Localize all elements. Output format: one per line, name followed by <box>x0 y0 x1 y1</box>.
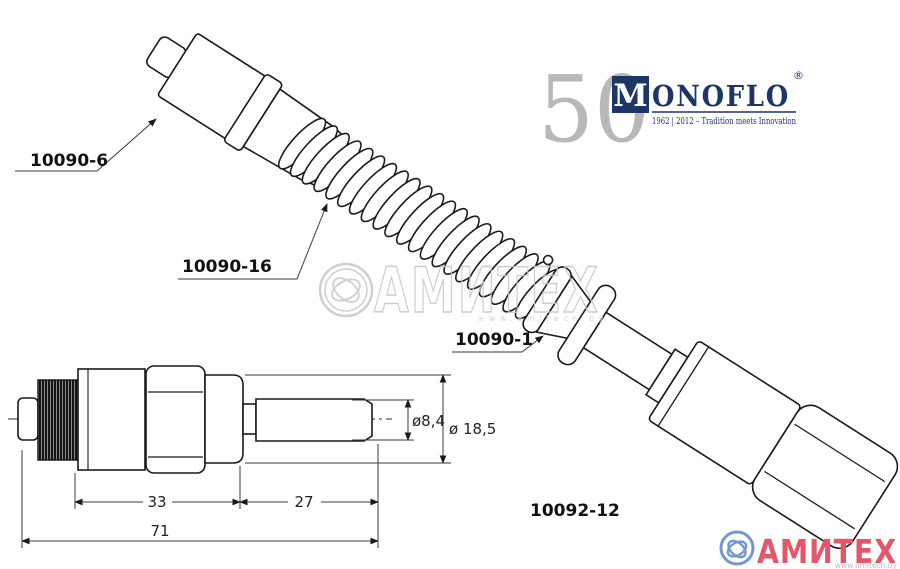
sv-cylinder <box>204 374 244 464</box>
exploded-assembly: 10090-6 10090-16 10090-1 10092-12 <box>15 33 899 550</box>
part-label-seal: 10090-1 <box>455 330 533 350</box>
sv-shaft <box>255 398 373 442</box>
spring-wire-end <box>542 254 554 266</box>
watermark-url: www.amitech.by <box>478 314 608 323</box>
dim-total-length: 71 <box>150 522 169 540</box>
vendor-logo-text: АМИТЕХ <box>757 532 897 569</box>
watermark-logo-icon <box>318 262 374 318</box>
watermark: АМИТЕХ www.amitech.by <box>318 253 608 328</box>
vendor-logo-icon <box>719 530 755 566</box>
assembly-hex-nut <box>751 404 899 550</box>
part-label-spring: 10090-16 <box>182 257 272 277</box>
monoflo-logo: 50 M ONOFLO ® 1962 | 2012 – Tradition me… <box>538 56 804 163</box>
sv-neck <box>242 403 257 435</box>
sv-knurled-ring <box>37 379 79 461</box>
registered-mark: ® <box>793 69 804 82</box>
sv-stub <box>17 397 39 441</box>
monoflo-tagline: 1962 | 2012 – Tradition meets Innovation <box>652 117 796 127</box>
assembly-drawing <box>582 311 899 550</box>
dim-shaft-diameter: ø8,4 <box>412 412 445 430</box>
leader-nozzle <box>15 118 157 172</box>
vendor-logo-url: www.amitech.by <box>835 561 898 569</box>
watermark-text: АМИТЕХ <box>374 254 600 327</box>
dim-body-diameter: ø 18,5 <box>449 420 496 438</box>
dim-front-length: 33 <box>147 493 166 511</box>
part-label-nozzle: 10090-6 <box>30 151 108 171</box>
leader-seal <box>452 335 544 353</box>
monoflo-name: ONOFLO <box>652 79 790 113</box>
part-label-assembly: 10092-12 <box>530 501 620 521</box>
sv-body <box>77 368 146 471</box>
monoflo-initial: M <box>613 78 647 114</box>
leader-spring <box>178 203 328 280</box>
vendor-logo: АМИТЕХ www.amitech.by <box>719 530 898 569</box>
monoflo-m-box <box>612 76 649 113</box>
spring-drawing <box>277 117 562 320</box>
dim-shaft-length: 27 <box>294 493 313 511</box>
dimensioned-side-view: 33 27 71 ø8,4 ø 18,5 <box>8 365 496 548</box>
